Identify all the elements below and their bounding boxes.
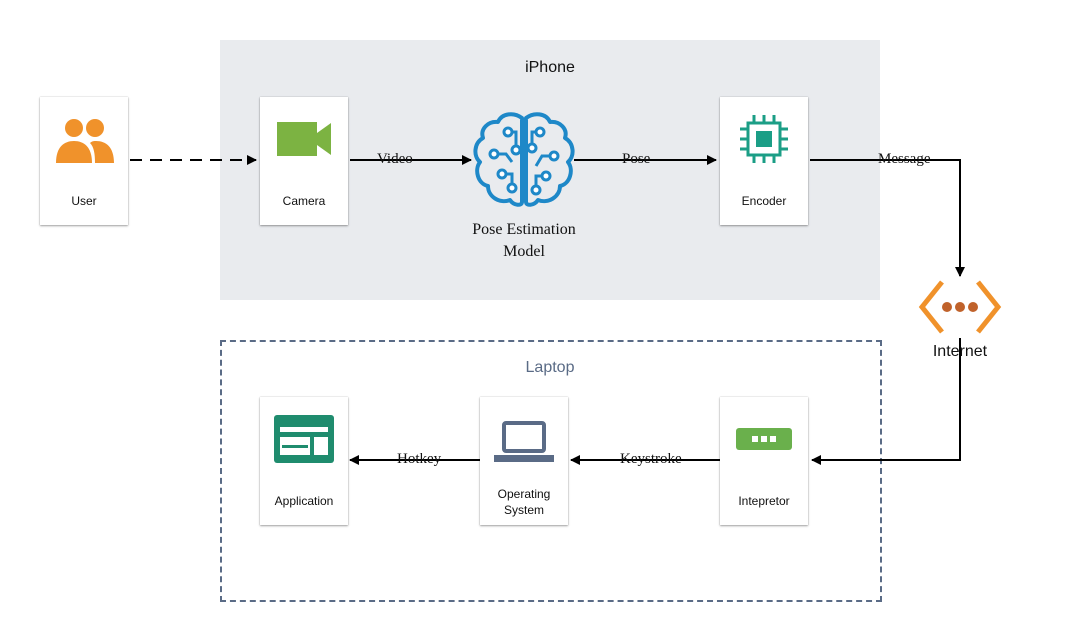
laptop-group-title: Laptop [525,359,575,376]
brain-circuit-icon [472,110,576,210]
pose-model-label: Pose Estimation Model [444,219,604,263]
interpreter-label: Intepretor [738,494,790,508]
encoder-node: Encoder [720,97,808,225]
pose-model-label-line1: Pose Estimation [472,221,576,238]
internet-label: Internet [932,343,988,360]
edge-label-hotkey: Hotkey [397,451,442,467]
edge-label-message: Message [878,151,931,167]
camera-node: Camera [260,97,348,225]
application-label: Application [274,494,334,508]
chip-icon [734,109,794,169]
users-icon [54,109,114,169]
edge-label-video: Video [377,151,413,167]
os-label-line2: System [503,503,544,517]
edge-encoder-internet [810,159,965,277]
edge-internet-interpreter [811,338,961,465]
iphone-group-title: iPhone [525,59,575,76]
application-node: Application [260,397,348,525]
os-label: Operating System [480,486,568,518]
interpreter-node: Intepretor [720,397,808,525]
os-node: Operating System [480,397,568,525]
user-label: User [71,194,97,208]
camera-label: Camera [282,194,326,208]
edge-label-pose: Pose [622,151,651,167]
pose-model-label-line2: Model [503,243,545,260]
edge-label-keystroke: Keystroke [620,451,682,467]
os-label-line1: Operating [497,487,551,501]
laptop-group [220,340,882,602]
user-node: User [40,97,128,225]
terminal-dots-icon [734,409,794,469]
internet-gateway-icon [918,278,1002,336]
encoder-label: Encoder [741,194,787,208]
video-camera-icon [274,109,334,169]
laptop-icon [494,409,554,469]
application-window-icon [274,409,334,469]
